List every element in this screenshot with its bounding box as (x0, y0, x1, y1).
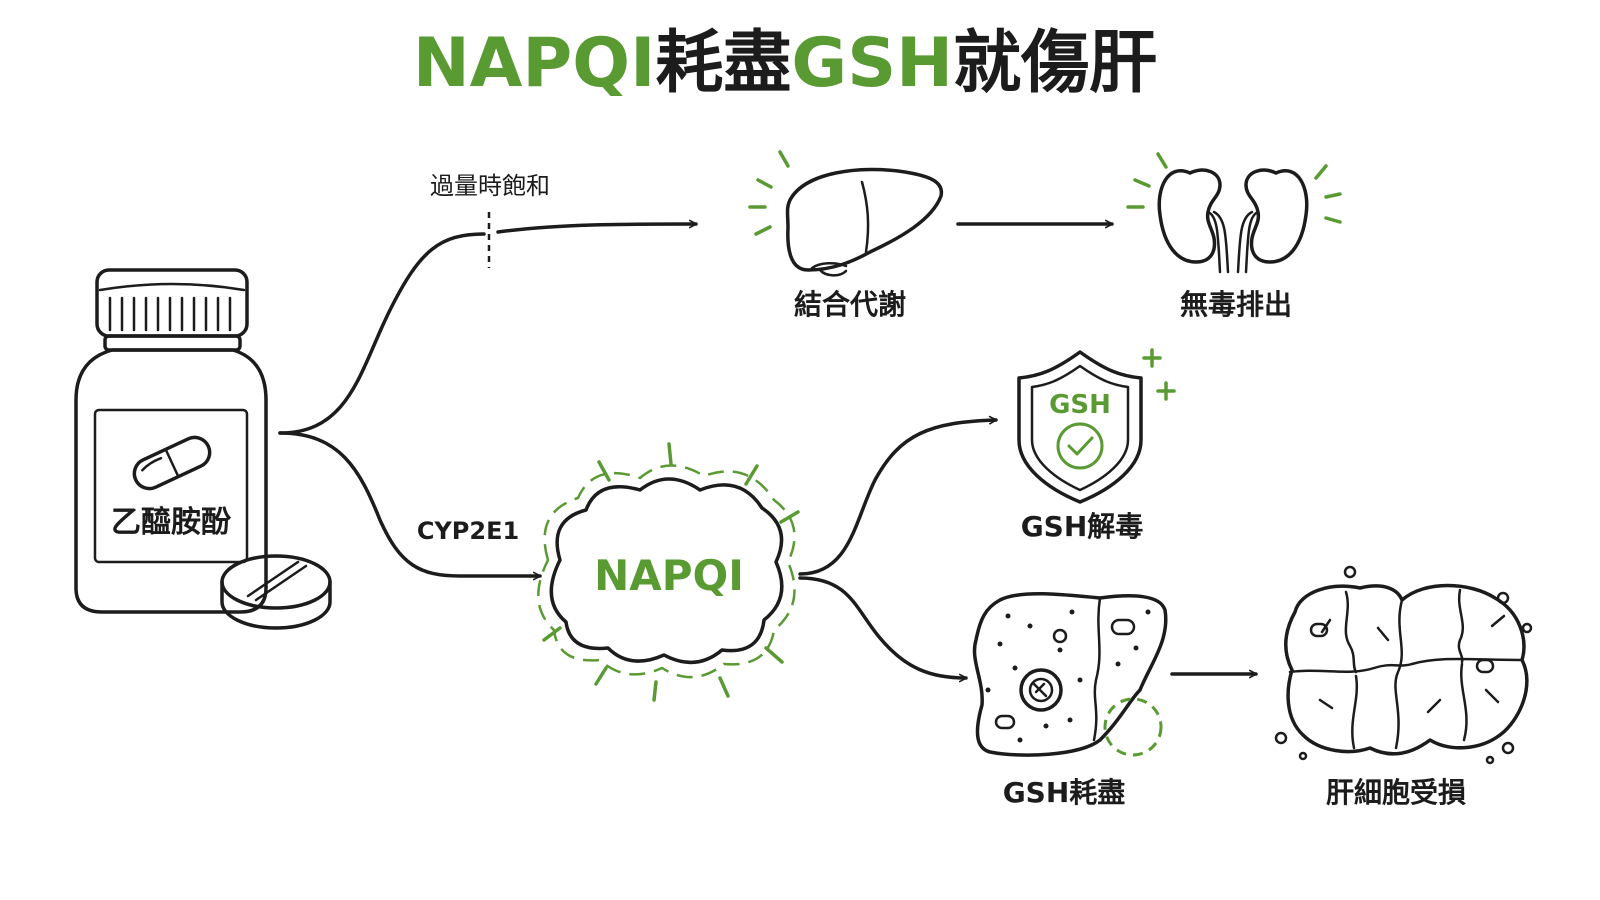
gsh-depleted-label: GSH耗盡 (1003, 776, 1126, 809)
title-part-napqi: NAPQI (413, 24, 655, 103)
enzyme-label: CYP2E1 (417, 517, 519, 545)
lower-branch-path (278, 431, 542, 581)
title-part-gsh: GSH (791, 24, 953, 103)
kidneys-icon (1157, 168, 1309, 274)
tablet-icon (220, 554, 332, 630)
excretion-label: 無毒排出 (1180, 288, 1292, 321)
pill-bottle-icon (74, 268, 268, 614)
capsule-icon (132, 435, 212, 491)
napqi-glow-marks (542, 442, 800, 702)
liver-glow-marks (748, 150, 790, 236)
conjugation-label: 結合代謝 (794, 288, 906, 321)
gsh-missing-circle (1103, 697, 1163, 757)
arrow-to-liver (496, 219, 698, 234)
cell-damage-label: 肝細胞受損 (1326, 776, 1466, 809)
shield-gsh-label: GSH (1049, 390, 1111, 420)
kidney-glow-marks (1126, 152, 1342, 224)
liver-cell-icon (972, 591, 1168, 757)
saturation-label: 過量時飽和 (430, 172, 550, 200)
arrow-to-gsh-detox (798, 415, 998, 576)
page-title: NAPQI耗盡GSH就傷肝 (413, 24, 1157, 103)
upper-branch-path (278, 232, 486, 435)
shield-check-icon (1017, 350, 1143, 504)
title-part-deplete: 耗盡 (655, 24, 791, 103)
title-part-liver-damage: 就傷肝 (953, 24, 1157, 103)
drug-label: 乙醯胺酚 (111, 505, 232, 540)
gsh-detox-label: GSH解毒 (1021, 510, 1144, 543)
liver-icon (785, 167, 944, 277)
arrow-to-gsh-depleted (798, 576, 968, 683)
napqi-cloud-icon (537, 464, 796, 679)
sparkle-plus-icon (1142, 348, 1176, 401)
damaged-cells-icon (1274, 565, 1533, 765)
napqi-label: NAPQI (594, 551, 744, 600)
